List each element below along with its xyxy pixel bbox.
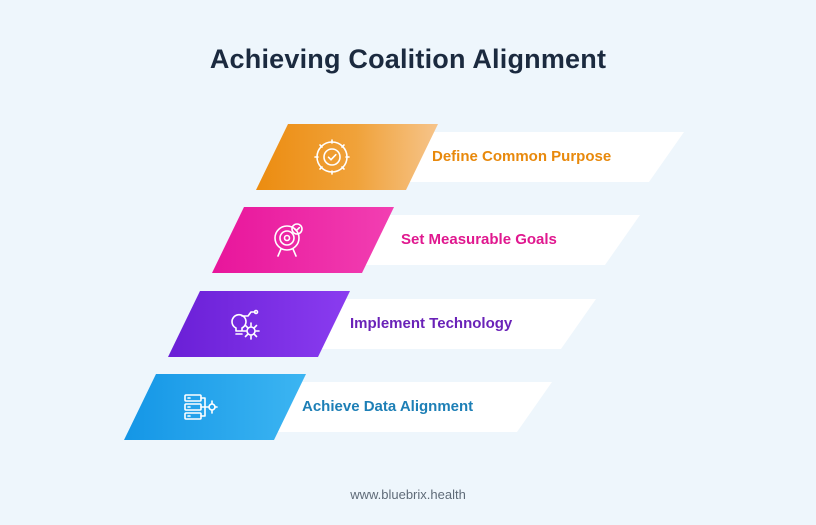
page-title: Achieving Coalition Alignment xyxy=(209,44,607,74)
lightbulb-gear-icon xyxy=(224,304,264,344)
step-label: Set Measurable Goals xyxy=(401,231,557,248)
step-tile xyxy=(168,291,350,357)
step-define-common-purpose: Define Common Purpose xyxy=(256,124,686,192)
step-card xyxy=(256,382,552,432)
step-card xyxy=(344,215,640,265)
step-label: Define Common Purpose xyxy=(432,148,612,165)
step-card xyxy=(388,132,684,182)
target-check-icon xyxy=(312,137,352,177)
server-network-icon xyxy=(180,387,220,427)
step-label: Achieve Data Alignment xyxy=(302,398,474,415)
step-implement-technology: Implement Technology xyxy=(168,291,598,359)
step-card xyxy=(300,299,596,349)
step-label: Implement Technology xyxy=(350,315,513,332)
step-tile xyxy=(212,207,394,273)
footer-url: www.bluebrix.health xyxy=(350,487,466,502)
bullseye-easel-icon xyxy=(268,220,308,260)
step-set-measurable-goals: Set Measurable Goals xyxy=(212,207,642,275)
step-achieve-data-alignment: Achieve Data Alignment xyxy=(124,374,554,442)
